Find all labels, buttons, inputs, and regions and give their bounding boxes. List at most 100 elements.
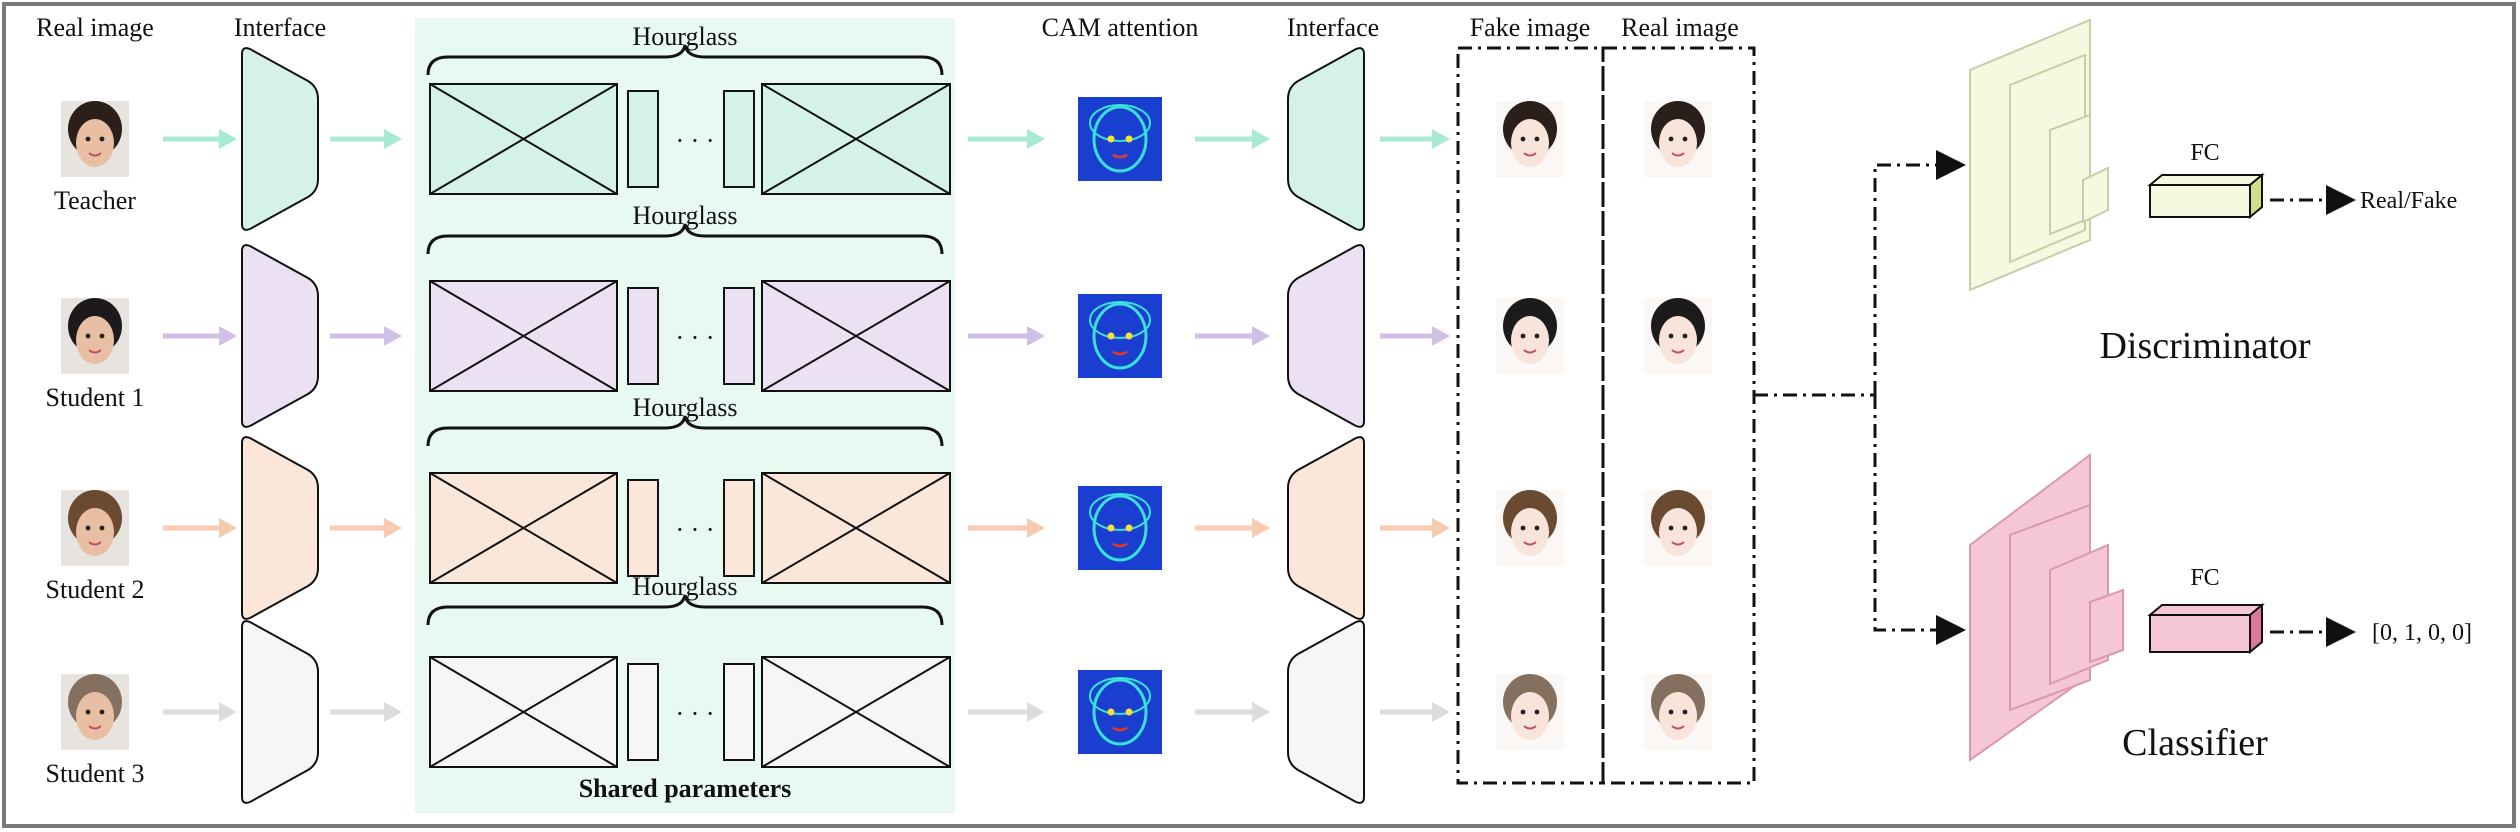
interface-in-block <box>241 620 319 804</box>
flow-arrow <box>330 326 402 346</box>
flow-arrow <box>163 702 237 722</box>
flow-arrow <box>330 702 402 722</box>
disc-fc-block <box>2147 172 2265 220</box>
row-label: Student 3 <box>46 759 145 788</box>
fake-face-3 <box>1496 674 1564 750</box>
header-real-image-right: Real image <box>1621 13 1739 42</box>
real-face-1 <box>1644 298 1712 374</box>
residual-block <box>723 287 755 385</box>
residual-block <box>723 479 755 577</box>
residual-block <box>627 287 659 385</box>
fake-face-1 <box>1496 298 1564 374</box>
fake-face-2 <box>1496 490 1564 566</box>
residual-block <box>723 663 755 761</box>
hourglass-brace <box>426 415 944 447</box>
row-label: Teacher <box>54 186 136 215</box>
flow-arrow <box>1380 702 1450 722</box>
interface-in-block <box>241 47 319 231</box>
fake-image-box <box>1456 46 1605 785</box>
interface-in-block <box>241 436 319 620</box>
decoder-cross <box>761 472 951 584</box>
header-interface-in: Interface <box>234 13 326 42</box>
flow-arrow <box>163 518 237 538</box>
disc-output-label: Real/Fake <box>2360 188 2457 214</box>
branch-connector <box>1754 150 1966 645</box>
flow-arrow <box>1380 518 1450 538</box>
header-interface-out: Interface <box>1287 13 1379 42</box>
flow-arrow <box>163 326 237 346</box>
cam-attention-map-2 <box>1078 486 1162 570</box>
decoder-cross <box>761 656 951 768</box>
header-fake-image: Fake image <box>1470 13 1591 42</box>
interface-out-block <box>1287 47 1365 231</box>
encoder-cross <box>429 280 618 392</box>
row-label: Student 2 <box>46 575 145 604</box>
flow-arrow <box>968 326 1045 346</box>
residual-block <box>627 663 659 761</box>
encoder-cross <box>429 656 618 768</box>
flow-arrow <box>1195 702 1270 722</box>
photo-face-2 <box>61 490 129 566</box>
flow-arrow <box>330 518 402 538</box>
residual-block <box>627 479 659 577</box>
real-face-2 <box>1644 490 1712 566</box>
header-real-image: Real image <box>36 13 154 42</box>
cam-attention-map-1 <box>1078 294 1162 378</box>
cls-output-label: [0, 1, 0, 0] <box>2372 620 2472 646</box>
real-face-3 <box>1644 674 1712 750</box>
discriminator: FC Real/Fake Discriminator <box>1969 18 2457 367</box>
ellipsis: · · · <box>676 126 715 155</box>
real-image-box <box>1601 46 1756 785</box>
interface-out-block <box>1287 436 1365 620</box>
encoder-cross <box>429 83 618 195</box>
shared-parameters-label: Shared parameters <box>579 774 792 803</box>
flow-arrow <box>1195 518 1270 538</box>
hourglass-brace <box>426 44 944 76</box>
flow-arrow <box>1195 326 1270 346</box>
encoder-cross <box>429 472 618 584</box>
residual-block <box>723 90 755 188</box>
row-label: Student 1 <box>46 383 145 412</box>
ellipsis: · · · <box>676 323 715 352</box>
cls-layer-4 <box>2089 588 2124 664</box>
cam-attention-map-0 <box>1078 97 1162 181</box>
fake-face-0 <box>1496 101 1564 177</box>
ellipsis: · · · <box>676 515 715 544</box>
classifier-title: Classifier <box>2122 722 2268 764</box>
flow-arrow <box>163 129 237 149</box>
flow-arrow <box>1380 129 1450 149</box>
ellipsis: · · · <box>676 699 715 728</box>
flow-arrow <box>968 129 1045 149</box>
photo-face-0 <box>61 101 129 177</box>
interface-out-block <box>1287 244 1365 428</box>
flow-arrow <box>968 702 1045 722</box>
interface-out-block <box>1287 620 1365 804</box>
flow-arrow <box>330 129 402 149</box>
cls-fc-block <box>2147 602 2265 655</box>
flow-arrow <box>968 518 1045 538</box>
header-cam-attention: CAM attention <box>1042 13 1199 42</box>
disc-fc-label: FC <box>2190 140 2219 166</box>
disc-layer-4 <box>2082 166 2109 224</box>
residual-block <box>627 90 659 188</box>
hourglass-brace <box>426 594 944 626</box>
discriminator-title: Discriminator <box>2099 325 2310 367</box>
cam-attention-map-3 <box>1078 670 1162 754</box>
decoder-cross <box>761 280 951 392</box>
hourglass-brace <box>426 223 944 255</box>
flow-arrow <box>1380 326 1450 346</box>
interface-in-block <box>241 244 319 428</box>
classifier: FC [0, 1, 0, 0] Classifier <box>1969 453 2472 764</box>
decoder-cross <box>761 83 951 195</box>
photo-face-1 <box>61 298 129 374</box>
cls-fc-label: FC <box>2190 565 2219 591</box>
flow-arrow <box>1195 129 1270 149</box>
photo-face-3 <box>61 674 129 750</box>
